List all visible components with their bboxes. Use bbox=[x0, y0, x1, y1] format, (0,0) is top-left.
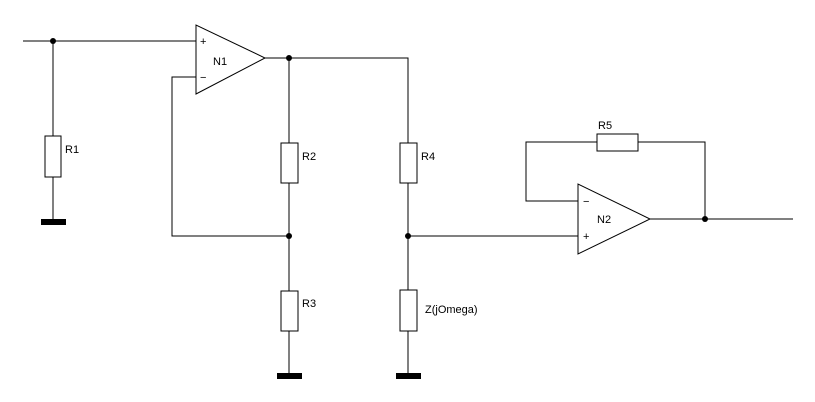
ground-symbols bbox=[41, 219, 421, 379]
opamp-n1: + − N1 bbox=[195, 24, 267, 95]
resistor-r3: R3 bbox=[280, 290, 316, 332]
opamp-n1-plus-sign: + bbox=[200, 36, 206, 48]
resistor-r5: R5 bbox=[596, 120, 639, 152]
resistor-r2: R2 bbox=[280, 142, 316, 184]
impedance-z: Z(jOmega) bbox=[399, 289, 478, 332]
opamp-n2-plus-sign: + bbox=[583, 231, 589, 243]
opamp-n2-label: N2 bbox=[597, 214, 611, 226]
ground-symbol-r1 bbox=[41, 219, 66, 225]
ground-symbol-z bbox=[396, 373, 421, 379]
resistor-r5-label: R5 bbox=[598, 120, 612, 132]
opamp-n1-minus-sign: − bbox=[200, 72, 206, 84]
resistor-r3-label: R3 bbox=[302, 298, 316, 310]
junction-dot-n1-output bbox=[286, 55, 292, 61]
resistor-r4: R4 bbox=[399, 142, 435, 184]
junction-dot-feedback bbox=[286, 233, 292, 239]
resistor-r1: R1 bbox=[44, 135, 79, 178]
impedance-z-label: Z(jOmega) bbox=[425, 304, 478, 316]
opamp-n2: − + N2 bbox=[577, 183, 652, 255]
opamp-n1-label: N1 bbox=[213, 56, 227, 68]
wire-n1-output bbox=[265, 57, 409, 143]
opamp-n2-minus-sign: − bbox=[583, 196, 589, 208]
junction-dot-n2-plus bbox=[405, 233, 411, 239]
resistor-r4-label: R4 bbox=[421, 151, 435, 163]
junction-dot-input bbox=[50, 38, 56, 44]
wire-n1-feedback bbox=[171, 76, 289, 237]
junction-dots bbox=[50, 38, 708, 239]
junction-dot-n2-output bbox=[702, 216, 708, 222]
resistor-r1-label: R1 bbox=[65, 144, 79, 156]
wire-r5-right bbox=[638, 141, 706, 219]
resistor-r2-label: R2 bbox=[302, 151, 316, 163]
ground-symbol-r3 bbox=[277, 373, 302, 379]
wire-n2-feedback bbox=[525, 141, 597, 202]
